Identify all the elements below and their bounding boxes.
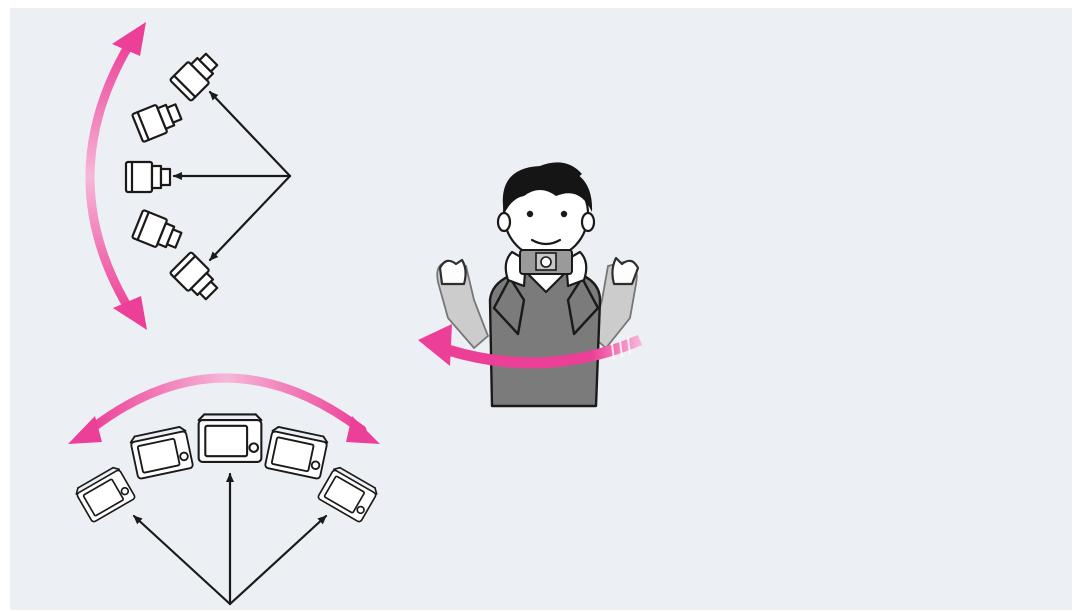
horizontal-swing-group bbox=[68, 378, 380, 604]
vertical-arrowhead-top bbox=[112, 22, 146, 56]
camera-icon bbox=[317, 465, 379, 522]
camera-icon bbox=[130, 426, 194, 479]
person-icon bbox=[437, 162, 638, 406]
camera-icon bbox=[170, 252, 222, 304]
camera-icon bbox=[199, 414, 262, 462]
camera-icon bbox=[126, 162, 170, 192]
camera-icon bbox=[170, 49, 222, 101]
camera-icon bbox=[132, 210, 184, 254]
camera-icon bbox=[132, 98, 184, 142]
vertical-swing-group bbox=[90, 22, 290, 330]
camera-icon bbox=[265, 426, 329, 479]
vertical-arrowhead-bottom bbox=[113, 296, 147, 330]
camera-icon bbox=[74, 465, 136, 522]
held-camera-icon bbox=[520, 250, 572, 274]
horizontal-pointer-arrows bbox=[134, 474, 326, 604]
horizontal-arrowhead-right bbox=[346, 416, 380, 444]
vertical-pointer-arrows bbox=[174, 92, 290, 260]
